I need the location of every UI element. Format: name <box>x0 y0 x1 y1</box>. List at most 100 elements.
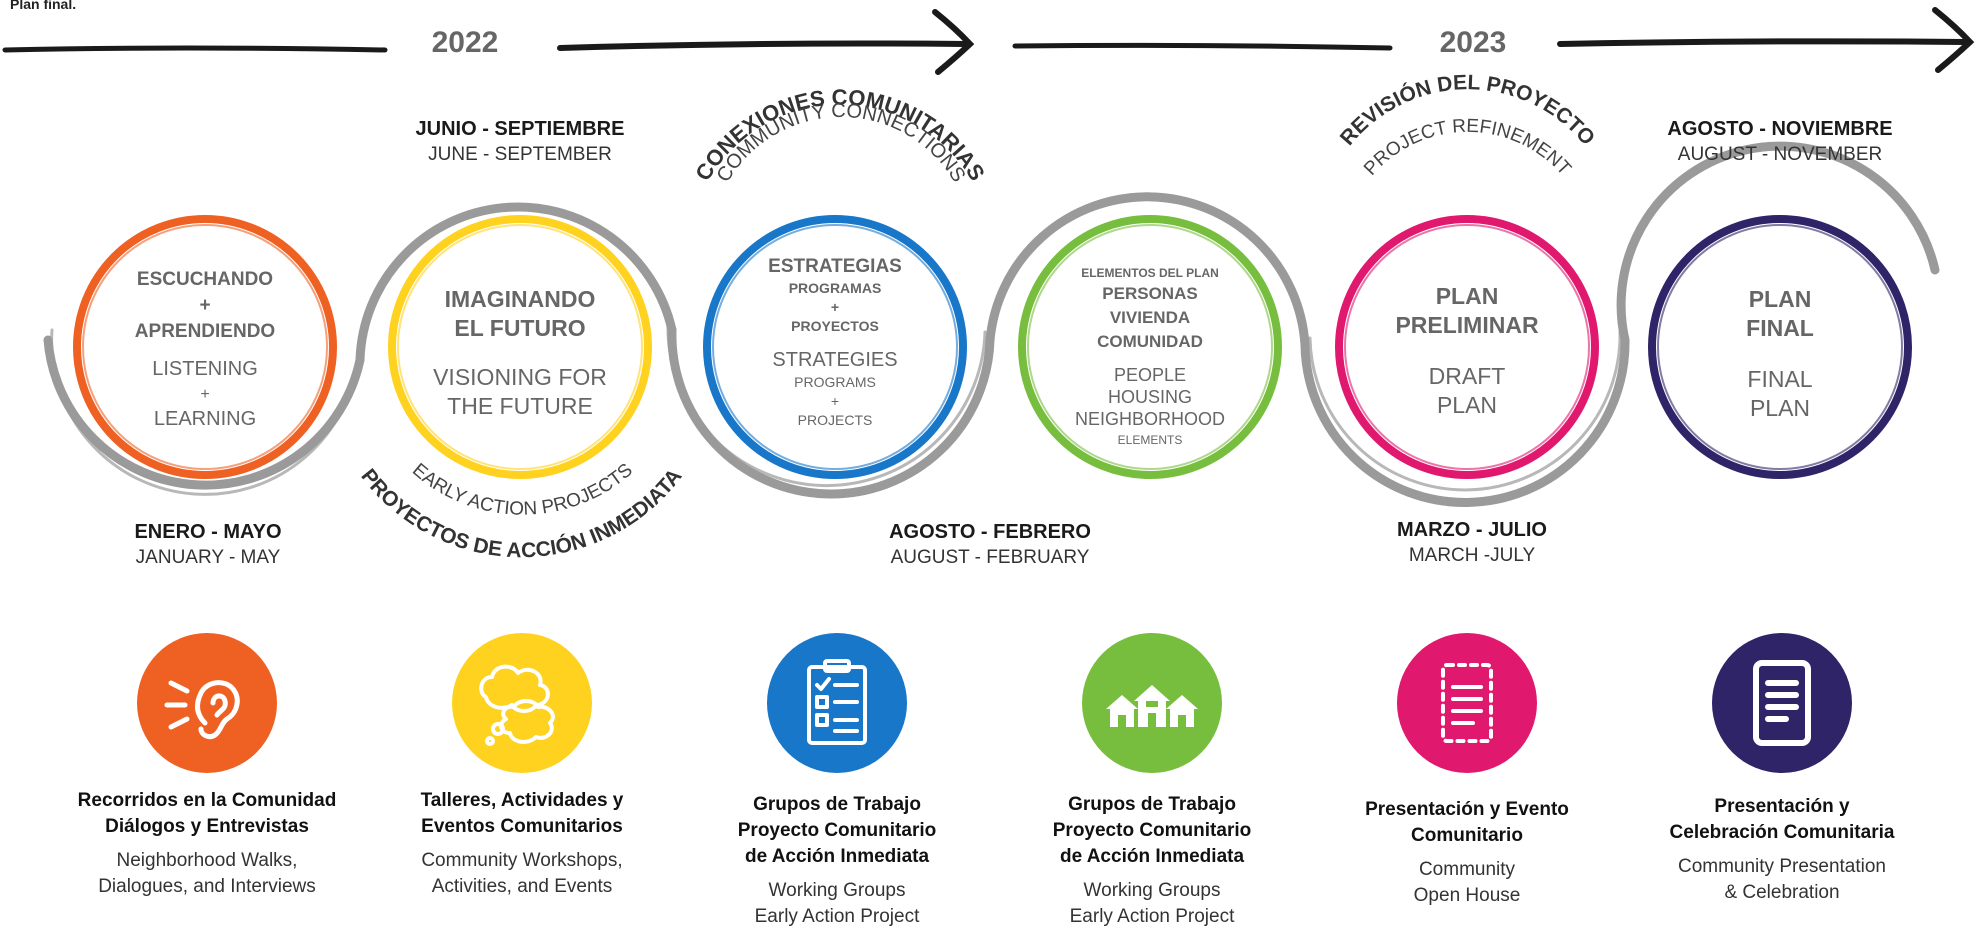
activity-caption-workshops: Talleres, Actividades y Eventos Comunita… <box>377 788 667 900</box>
activity-subtitle: Community <box>1418 859 1516 880</box>
phase-plus: + <box>199 295 211 316</box>
activity-title: Eventos Comunitarios <box>421 816 623 837</box>
activity-title: Presentación y Evento <box>1365 799 1569 820</box>
phase-subtitle: PLAN <box>1436 392 1498 418</box>
activity-caption-walks: Recorridos en la Comunidad Diálogos y En… <box>62 788 352 900</box>
phase-ring-final <box>1648 215 1912 479</box>
activity-caption-open-house: Presentación y Evento Comunitario Commun… <box>1322 797 1612 909</box>
activity-subtitle: Early Action Project <box>754 906 920 927</box>
activity-title: Grupos de Trabajo <box>753 794 921 815</box>
timeline-2023-arrow <box>1557 7 1975 73</box>
year-2022: 2022 <box>431 26 499 59</box>
ear-icon <box>137 633 277 773</box>
phase-subtitle: STRATEGIES <box>772 349 898 371</box>
phase-title: ESCUCHANDO <box>136 269 274 290</box>
activity-title: Comunitario <box>1411 825 1523 846</box>
phase-title: ELEMENTOS DEL PLAN <box>1081 266 1219 280</box>
date-label-aug-feb: AGOSTO - FEBRERO AUGUST - FEBRUARY <box>840 520 1140 570</box>
activity-title: Diálogos y Entrevistas <box>105 816 309 837</box>
timeline-2022-arrow <box>557 9 975 75</box>
date-en: AUGUST - NOVEMBER <box>1677 144 1883 165</box>
phase-plus: + <box>200 386 210 403</box>
phase-subtitle: ELEMENTS <box>1117 433 1183 447</box>
date-es: AGOSTO - FEBRERO <box>889 521 1091 543</box>
plan-final-caption: Plan final. <box>10 0 77 12</box>
phase-listening-text: ESCUCHANDO + APRENDIENDO LISTENING + LEA… <box>80 267 330 432</box>
activity-subtitle: Neighborhood Walks, <box>116 850 298 871</box>
arc-label-revision-en: PROJECT REFINEMENT <box>1360 116 1575 180</box>
activity-title: Proyecto Comunitario <box>737 820 937 841</box>
date-es: ENERO - MAYO <box>134 521 282 543</box>
phase-plus: + <box>830 299 840 315</box>
phase-elements-text: ELEMENTOS DEL PLAN PERSONAS VIVIENDA COM… <box>1025 264 1275 450</box>
phase-ring-listening <box>73 215 337 479</box>
phase-final-text: PLAN FINAL FINAL PLAN <box>1655 285 1905 423</box>
date-label-aug-nov: AGOSTO - NOVIEMBRE AUGUST - NOVEMBER <box>1630 117 1930 167</box>
activity-subtitle: Open House <box>1413 885 1521 906</box>
phase-subtitle: NEIGHBORHOOD <box>1074 409 1225 429</box>
activity-subtitle: Community Workshops, <box>421 850 623 871</box>
activity-subtitle: Community Presentation <box>1677 856 1887 877</box>
phase-subtitle: PEOPLE <box>1113 365 1187 385</box>
phase-title: FINAL <box>1746 315 1814 341</box>
phase-subtitle: PLAN <box>1749 395 1811 421</box>
activity-subtitle: Dialogues, and Interviews <box>98 876 316 897</box>
phase-subtitle: VISIONING FOR <box>433 364 607 390</box>
activity-title: Presentación y <box>1714 796 1850 817</box>
phase-strategies-text: ESTRATEGIAS PROGRAMAS + PROYECTOS STRATE… <box>710 255 960 430</box>
phase-title: IMAGINANDO <box>444 286 596 312</box>
phase-title: PRELIMINAR <box>1395 312 1539 338</box>
date-es: MARZO - JULIO <box>1397 519 1547 541</box>
phase-title: ESTRATEGIAS <box>768 256 902 277</box>
phase-subtitle: LISTENING <box>152 358 258 380</box>
phase-title: EL FUTURO <box>454 315 586 341</box>
draft-document-icon <box>1397 633 1537 773</box>
phase-title: PERSONAS <box>1102 284 1198 303</box>
timeline-2022-left-line <box>2 45 388 53</box>
activity-subtitle: Activities, and Events <box>431 876 613 897</box>
phase-title: PLAN <box>1435 283 1499 309</box>
arc-label-revision-es: REVISIÓN DEL PROYECTO <box>1336 71 1599 150</box>
activity-title: de Acción Inmediata <box>744 846 930 867</box>
phase-subtitle: HOUSING <box>1107 387 1192 407</box>
date-es: JUNIO - SEPTIEMBRE <box>415 118 625 140</box>
year-2023: 2023 <box>1439 26 1507 59</box>
phase-visioning-text: IMAGINANDO EL FUTURO VISIONING FOR THE F… <box>395 285 645 421</box>
phase-subtitle: PROGRAMS <box>794 374 876 390</box>
thought-clouds-icon <box>452 633 592 773</box>
date-label-jun-sep: JUNIO - SEPTIEMBRE JUNE - SEPTEMBER <box>370 117 670 167</box>
activity-subtitle: Working Groups <box>1083 880 1221 901</box>
phase-rings <box>73 215 1912 479</box>
activity-title: Recorridos en la Comunidad <box>77 790 337 811</box>
date-en: JUNE - SEPTEMBER <box>428 144 612 165</box>
activity-title: de Acción Inmediata <box>1059 846 1245 867</box>
phase-draft-text: PLAN PRELIMINAR DRAFT PLAN <box>1342 282 1592 420</box>
activity-caption-working-groups-1: Grupos de Trabajo Proyecto Comunitario d… <box>692 792 982 930</box>
phase-subtitle: THE FUTURE <box>447 393 593 419</box>
activity-title: Talleres, Actividades y <box>420 790 624 811</box>
winding-path <box>43 141 1940 507</box>
phase-title: APRENDIENDO <box>134 321 276 342</box>
activity-title: Proyecto Comunitario <box>1052 820 1252 841</box>
timeline-2023-left-line <box>1012 42 1393 51</box>
phase-ring-draft <box>1335 215 1599 479</box>
activity-subtitle: Working Groups <box>768 880 906 901</box>
date-label-jan-may: ENERO - MAYO JANUARY - MAY <box>58 520 358 570</box>
activity-caption-working-groups-2: Grupos de Trabajo Proyecto Comunitario d… <box>1007 792 1297 930</box>
phase-title: VIVIENDA <box>1109 308 1191 327</box>
phase-ring-strategies <box>703 215 967 479</box>
date-en: AUGUST - FEBRUARY <box>890 547 1090 568</box>
date-label-mar-jul: MARZO - JULIO MARCH -JULY <box>1322 518 1622 568</box>
phase-title: PROGRAMAS <box>788 280 882 296</box>
activity-subtitle: Early Action Project <box>1069 906 1235 927</box>
phase-plus: + <box>830 393 840 409</box>
phase-title: PLAN <box>1748 286 1812 312</box>
activity-title: Grupos de Trabajo <box>1068 794 1236 815</box>
phase-title: COMUNIDAD <box>1097 332 1203 351</box>
activity-subtitle: & Celebration <box>1724 882 1840 903</box>
clipboard-checklist-icon <box>767 633 907 773</box>
date-es: AGOSTO - NOVIEMBRE <box>1667 118 1893 140</box>
date-en: JANUARY - MAY <box>135 547 281 568</box>
phase-ring-elements <box>1018 215 1282 479</box>
